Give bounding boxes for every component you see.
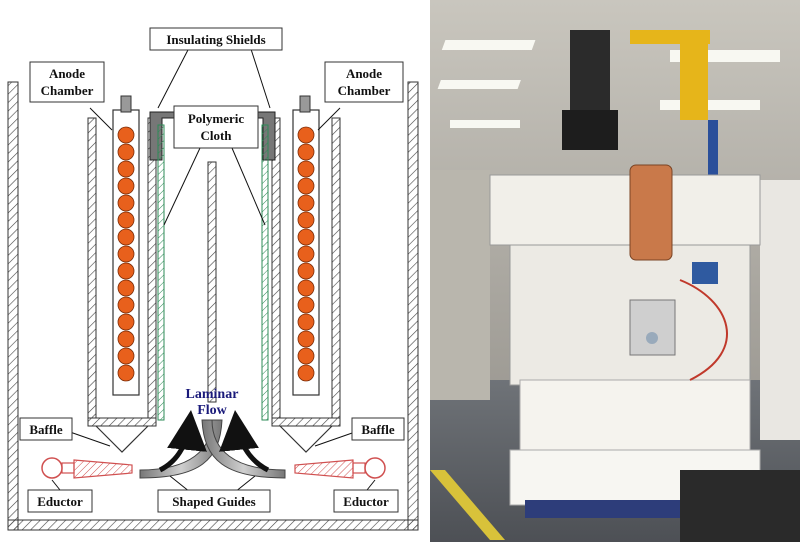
anode-ball <box>117 245 135 263</box>
svg-text:Cloth: Cloth <box>200 128 232 143</box>
anode-ball <box>297 126 315 144</box>
anode-ball <box>117 160 135 178</box>
anode-ball <box>117 313 135 331</box>
svg-text:Eductor: Eductor <box>343 494 389 509</box>
label-baffle-left: Baffle <box>19 417 73 441</box>
svg-text:Chamber: Chamber <box>41 83 94 98</box>
label-shaped-guides: Shaped Guides <box>157 489 271 513</box>
right-anode-chamber <box>271 95 341 453</box>
svg-text:Chamber: Chamber <box>338 83 391 98</box>
schematic-diagram: Insulating Shields Anode Chamber Anode C… <box>7 27 419 531</box>
anode-ball <box>117 364 135 382</box>
anode-ball <box>297 177 315 195</box>
apparatus-body <box>489 164 761 518</box>
label-laminar-flow: Laminar Flow <box>186 387 239 418</box>
anode-ball <box>117 279 135 297</box>
anode-ball <box>297 347 315 365</box>
svg-text:Polymeric: Polymeric <box>188 111 245 126</box>
anode-ball <box>297 228 315 246</box>
floor-grate <box>680 470 800 542</box>
anode-ball <box>297 296 315 314</box>
label-anode-chamber-left: Anode Chamber <box>29 61 105 103</box>
gauge-icon <box>646 332 658 344</box>
anode-balls <box>117 126 315 382</box>
svg-text:Anode: Anode <box>49 66 85 81</box>
svg-text:Baffle: Baffle <box>29 422 62 437</box>
svg-text:Laminar: Laminar <box>186 387 239 402</box>
anode-ball <box>297 262 315 280</box>
svg-text:Insulating Shields: Insulating Shields <box>166 32 265 47</box>
label-eductor-left: Eductor <box>27 489 93 513</box>
anode-ball <box>117 330 135 348</box>
blue-motor <box>692 262 718 284</box>
label-eductor-right: Eductor <box>333 489 399 513</box>
anode-ball <box>297 364 315 382</box>
label-baffle-right: Baffle <box>351 417 405 441</box>
svg-text:Baffle: Baffle <box>361 422 394 437</box>
anode-ball <box>117 143 135 161</box>
svg-text:Anode: Anode <box>346 66 382 81</box>
anode-ball <box>117 177 135 195</box>
anode-ball <box>297 279 315 297</box>
leader-lines <box>51 45 376 493</box>
flow-arrows <box>158 410 270 473</box>
anode-ball <box>117 296 135 314</box>
outer-tank <box>7 81 419 531</box>
anode-ball <box>297 143 315 161</box>
svg-text:Shaped Guides: Shaped Guides <box>172 494 255 509</box>
label-anode-chamber-right: Anode Chamber <box>324 61 404 103</box>
anode-ball <box>297 313 315 331</box>
anode-ball <box>117 211 135 229</box>
copper-cylinder <box>629 164 673 261</box>
anode-ball <box>117 228 135 246</box>
left-eductor <box>41 457 133 479</box>
red-cable <box>679 279 728 381</box>
anode-ball <box>297 330 315 348</box>
anode-ball <box>117 262 135 280</box>
crane-arm <box>680 40 708 120</box>
svg-text:Eductor: Eductor <box>37 494 83 509</box>
right-eductor <box>294 457 386 479</box>
apparatus-photo <box>430 0 800 542</box>
background-panel <box>760 180 800 440</box>
label-polymeric-cloth: Polymeric Cloth <box>173 105 259 149</box>
anode-ball <box>117 126 135 144</box>
svg-text:Flow: Flow <box>197 403 227 418</box>
anode-ball <box>297 160 315 178</box>
anode-ball <box>117 347 135 365</box>
hazard-tape <box>430 470 505 540</box>
anode-ball <box>297 245 315 263</box>
anode-ball <box>297 211 315 229</box>
anode-ball <box>297 194 315 212</box>
anode-ball <box>117 194 135 212</box>
label-insulating-shields: Insulating Shields <box>149 27 283 51</box>
polymeric-cloth <box>157 124 269 421</box>
crane-boom <box>630 30 710 44</box>
left-anode-chamber <box>87 95 157 453</box>
background-cabinet <box>430 170 490 400</box>
duct-collar <box>562 110 618 150</box>
center-cathode <box>207 161 217 403</box>
control-box <box>629 299 676 356</box>
